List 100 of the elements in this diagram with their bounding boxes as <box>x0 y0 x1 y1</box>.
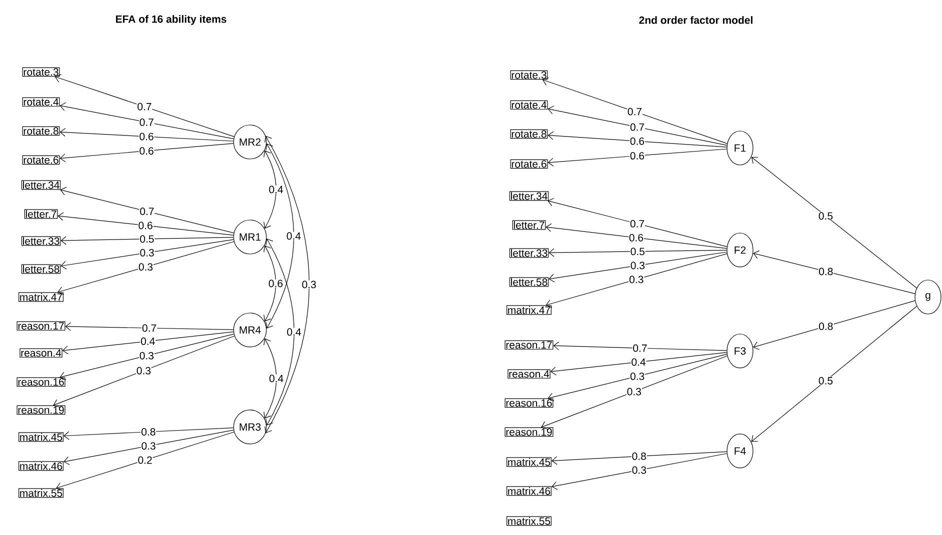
arrow <box>546 253 728 308</box>
arrow <box>548 248 727 257</box>
item-box: matrix.47 <box>506 305 552 315</box>
item-box: matrix.46 <box>18 461 64 471</box>
edge-label: 0.5 <box>818 212 834 220</box>
item-box: letter.34 <box>21 180 61 190</box>
item-box: rotate.3 <box>22 67 60 77</box>
panel-title: EFA of 16 ability items <box>116 15 226 25</box>
arrow <box>56 432 234 491</box>
item-box: rotate.6 <box>510 159 548 169</box>
item-box: reason.19 <box>504 427 554 437</box>
edge-label: 0.7 <box>630 122 645 132</box>
edge-label: 0.8 <box>818 267 834 276</box>
edge-label: 0.3 <box>301 280 317 289</box>
edge-label: 0.6 <box>138 221 154 230</box>
arrow <box>548 198 728 247</box>
edge-label: 0.7 <box>627 107 642 116</box>
arrow <box>64 427 234 440</box>
edge-label: 0.4 <box>140 337 156 346</box>
item-box: letter.7 <box>512 220 546 230</box>
item-box: matrix.45 <box>506 457 552 467</box>
edge-label: 0.7 <box>136 102 152 111</box>
edge-label: 0.8 <box>140 428 156 436</box>
arrow <box>60 128 234 142</box>
edge-label: 0.3 <box>140 442 156 450</box>
arrow <box>60 239 234 270</box>
correlation-arc <box>264 338 277 419</box>
arrow <box>60 236 234 245</box>
item-box: matrix.47 <box>18 292 64 302</box>
edge-label: 0.3 <box>136 366 152 375</box>
edge-label: 0.4 <box>286 232 302 240</box>
arrow <box>60 143 234 162</box>
edge-label: 0.6 <box>138 146 154 156</box>
arrow <box>546 223 728 249</box>
arrow <box>54 74 234 137</box>
item-box: letter.58 <box>21 264 61 274</box>
item-box: reason.4 <box>508 369 550 379</box>
correlation-arc <box>264 136 310 434</box>
item-box: reason.17 <box>504 340 554 350</box>
edge-label: 0.5 <box>818 376 834 385</box>
item-box: reason.19 <box>16 405 66 415</box>
arrow <box>552 453 728 490</box>
edge-label: 0.8 <box>818 322 834 330</box>
correlation-arc <box>264 150 276 229</box>
arrow <box>64 430 234 466</box>
arrow <box>541 356 728 430</box>
edge-label: 0.3 <box>628 275 644 284</box>
edge-label: 0.3 <box>626 388 642 396</box>
item-box: rotate.6 <box>22 155 60 165</box>
item-box: matrix.45 <box>18 432 64 442</box>
edge-label: 0.7 <box>632 344 648 352</box>
arrow <box>548 354 728 402</box>
edge-label: 0.7 <box>142 324 157 332</box>
item-box: letter.34 <box>509 191 549 201</box>
item-box: rotate.4 <box>510 100 548 110</box>
edge-label: 0.2 <box>137 456 153 464</box>
arrow <box>53 336 235 408</box>
edge-label: 0.8 <box>631 452 647 460</box>
edge-label: 0.6 <box>630 152 645 160</box>
arrow <box>65 322 234 331</box>
edge-label: 0.7 <box>138 118 154 126</box>
arrow <box>548 148 728 166</box>
arrow <box>548 131 728 148</box>
edge-label: 0.4 <box>268 374 284 383</box>
edge-label: 0.4 <box>268 185 284 194</box>
item-box: reason.4 <box>20 348 62 358</box>
item-box: letter.7 <box>24 209 58 219</box>
edge-label: 0.6 <box>628 234 644 242</box>
edge-label: 0.7 <box>139 207 155 216</box>
arrow <box>58 241 234 295</box>
edge-label: 0.3 <box>138 352 154 360</box>
edge-label: 0.6 <box>138 132 154 141</box>
correlation-arc <box>264 245 276 322</box>
arrow <box>548 106 728 146</box>
item-box: matrix.46 <box>506 486 552 496</box>
arrow <box>751 156 917 288</box>
arrow <box>542 77 728 144</box>
item-box: reason.16 <box>504 398 554 408</box>
arrow <box>60 102 234 140</box>
correlation-arc <box>266 143 294 329</box>
edge-label: 0.3 <box>631 466 647 474</box>
arrow <box>60 186 234 234</box>
arrow <box>751 306 918 442</box>
arrow <box>553 342 727 351</box>
edge-label: 0.6 <box>630 137 645 146</box>
edge-label: 0.3 <box>138 262 154 272</box>
edge-label: 0.6 <box>268 279 284 288</box>
edge-label: 0.5 <box>139 234 155 244</box>
panel-title: 2nd order factor model <box>639 16 752 24</box>
item-box: rotate.4 <box>22 97 60 107</box>
arrow <box>552 451 727 465</box>
arrow <box>58 212 234 236</box>
arrow <box>62 332 234 354</box>
edge-label: 0.3 <box>630 261 646 270</box>
item-box: rotate.8 <box>22 126 60 136</box>
item-box: matrix.55 <box>18 488 64 498</box>
item-box: rotate.8 <box>510 129 548 139</box>
item-box: reason.16 <box>16 377 66 387</box>
edge-label: 0.7 <box>630 220 645 228</box>
arrow <box>548 252 728 282</box>
